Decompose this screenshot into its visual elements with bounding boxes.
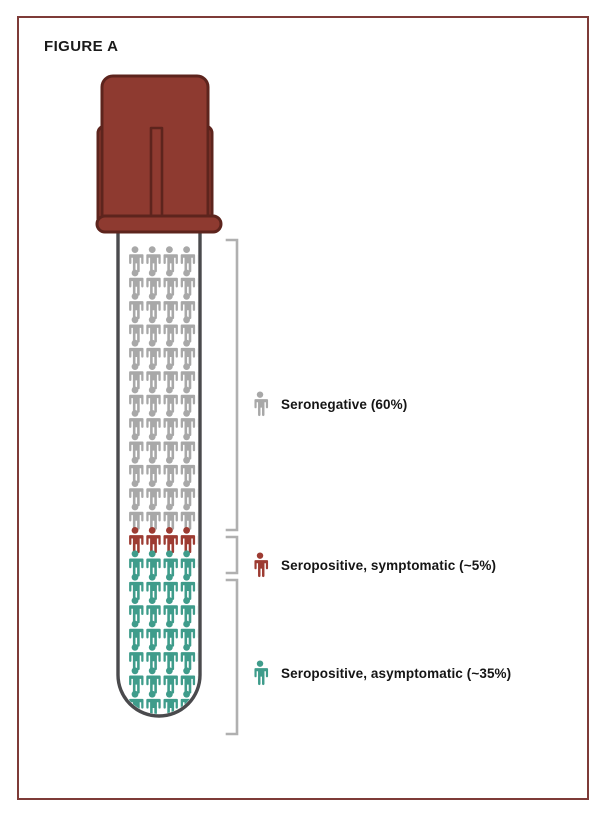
person-icon [252,391,269,417]
section-brackets [225,238,239,736]
legend-item-symptomatic: Seropositive, symptomatic (~5%) [252,552,496,578]
person-glyph-use [252,660,269,686]
figure-frame: FIGURE A [17,16,589,800]
figure-label: FIGURE A [44,38,119,55]
legend-label-symptomatic: Seropositive, symptomatic (~5%) [281,557,497,573]
person-glyph-use [252,391,269,417]
person-icon [252,552,269,578]
bracket-seronegative [225,238,239,532]
bracket-symptomatic [225,535,239,575]
tube-cap [95,74,223,234]
legend-item-seronegative: Seronegative (60%) [252,391,407,417]
bracket-asymptomatic [225,578,239,736]
person-icon [252,660,269,686]
blood-tube-pictogram [95,74,239,736]
legend-label-seronegative: Seronegative (60%) [281,396,408,412]
legend-item-asymptomatic: Seropositive, asymptomatic (~35%) [252,660,511,686]
person-glyph-use [252,552,269,578]
legend-label-asymptomatic: Seropositive, asymptomatic (~35%) [281,665,512,681]
person-icon-asymptomatic [196,690,198,714]
